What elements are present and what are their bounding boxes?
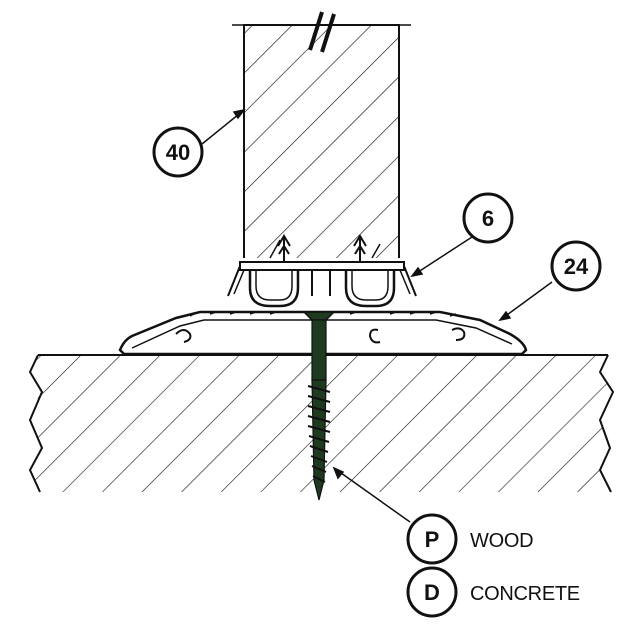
legend-letter-wood: P xyxy=(425,527,440,552)
callout-6-label: 6 xyxy=(482,206,494,231)
door-leaf xyxy=(232,11,411,258)
legend-letter-concrete: D xyxy=(424,580,440,605)
callout-24: 24 xyxy=(550,240,602,292)
leader-lines xyxy=(201,108,553,523)
legend: P WOOD D CONCRETE xyxy=(406,513,580,618)
seal-profile xyxy=(227,234,417,308)
callout-40: 40 xyxy=(152,126,204,178)
legend-text-wood: WOOD xyxy=(470,530,533,552)
callout-6: 6 xyxy=(462,192,514,244)
callout-24-label: 24 xyxy=(564,254,589,279)
legend-item-concrete: D CONCRETE xyxy=(406,566,580,618)
callout-40-label: 40 xyxy=(166,140,190,165)
legend-item-wood: P WOOD xyxy=(406,513,534,565)
legend-text-concrete: CONCRETE xyxy=(470,583,580,605)
screw xyxy=(302,311,336,501)
